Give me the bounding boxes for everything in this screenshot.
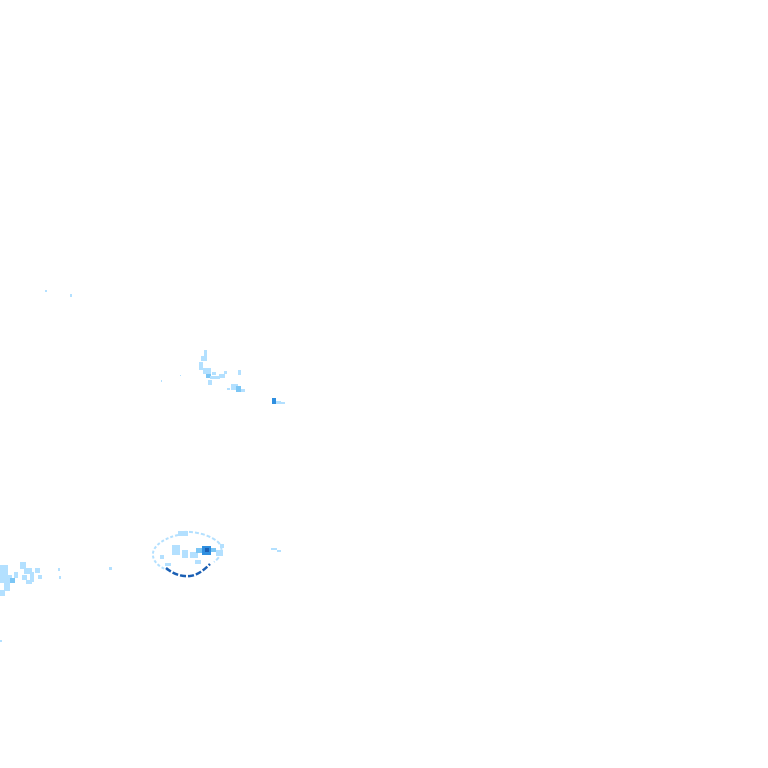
southwest-cluster bbox=[0, 562, 61, 642]
faint-echoes-east bbox=[109, 548, 281, 570]
north-cluster bbox=[199, 350, 245, 392]
south-central-ring bbox=[151, 530, 224, 578]
scattered-echoes-northwest bbox=[45, 290, 181, 382]
small-cell-east bbox=[272, 398, 285, 404]
